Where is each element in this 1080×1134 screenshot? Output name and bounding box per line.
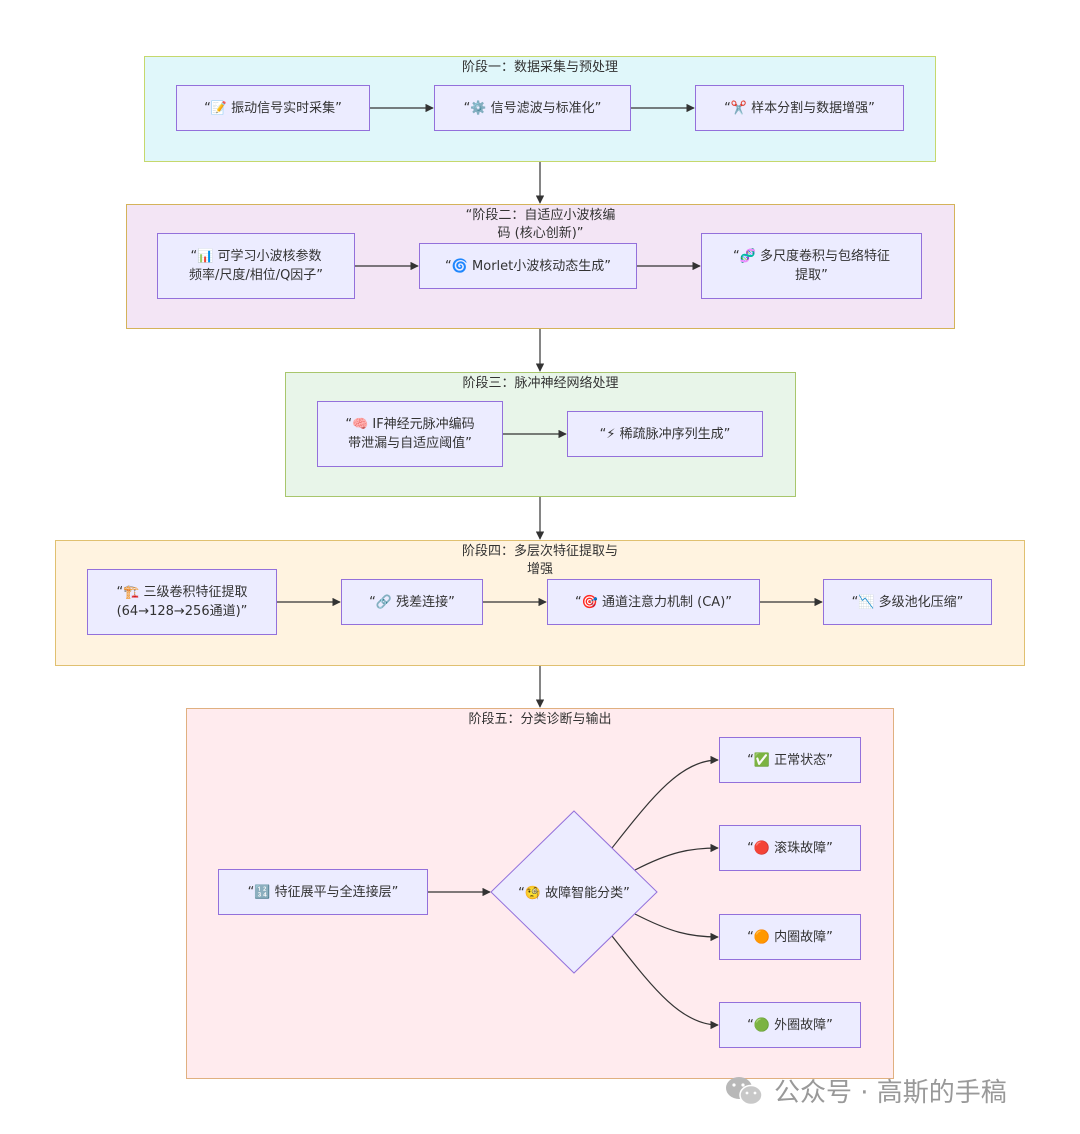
stage-4-title: 阶段四：多层次特征提取与 增强 <box>461 544 618 577</box>
node-fault-classification: “🧐 故障智能分类” <box>518 886 630 901</box>
edge-n14-n15 <box>611 755 719 849</box>
stage-3-title: 阶段三：脉冲神经网络处理 <box>462 376 619 391</box>
edge-n14-n16 <box>634 843 719 871</box>
wechat-icon <box>726 1076 763 1105</box>
stage-1-title: 阶段一：数据采集与预处理 <box>461 60 618 75</box>
node-sample-segmentation: “✂️ 样本分割与数据增强” <box>695 85 904 131</box>
node-three-level-conv: “🏗️ 三级卷积特征提取 (64→128→256通道)” <box>87 569 277 635</box>
stage-5-title: 阶段五：分类诊断与输出 <box>468 712 612 727</box>
node-outer-race-fault: “🟢 外圈故障” <box>719 1002 861 1048</box>
node-signal-acquisition: “📝 振动信号实时采集” <box>176 85 370 131</box>
node-multiscale-conv: “🧬 多尺度卷积与包络特征 提取” <box>701 233 922 299</box>
node-signal-filtering: “⚙️ 信号滤波与标准化” <box>434 85 631 131</box>
stage-2-title: “阶段二：自适应小波核编 码 (核心创新)” <box>465 208 616 241</box>
watermark: 公众号 · 高斯的手稿 <box>724 1072 1007 1109</box>
node-inner-race-fault: “🟠 内圈故障” <box>719 914 861 960</box>
edge-n14-n18 <box>611 935 719 1030</box>
node-if-neuron-encoding: “🧠 IF神经元脉冲编码 带泄漏与自适应阈值” <box>317 401 503 467</box>
watermark-text: 公众号 · 高斯的手稿 <box>774 1078 1007 1108</box>
node-channel-attention: “🎯 通道注意力机制 (CA)” <box>547 579 760 625</box>
node-fault-classification-shape <box>490 810 658 974</box>
node-sparse-spike-generation: “⚡ 稀疏脉冲序列生成” <box>567 411 763 457</box>
node-multilevel-pooling: “📉 多级池化压缩” <box>823 579 992 625</box>
node-ball-fault: “🔴 滚珠故障” <box>719 825 861 871</box>
node-morlet-generation: “🌀 Morlet小波核动态生成” <box>419 243 637 289</box>
node-flatten-fc: “🔢 特征展平与全连接层” <box>218 869 428 915</box>
edge-n14-n17 <box>634 913 719 942</box>
node-normal-state: “✅ 正常状态” <box>719 737 861 783</box>
node-residual-connection: “🔗 残差连接” <box>341 579 483 625</box>
node-learnable-wavelet-params: “📊 可学习小波核参数 频率/尺度/相位/Q因子” <box>157 233 355 299</box>
